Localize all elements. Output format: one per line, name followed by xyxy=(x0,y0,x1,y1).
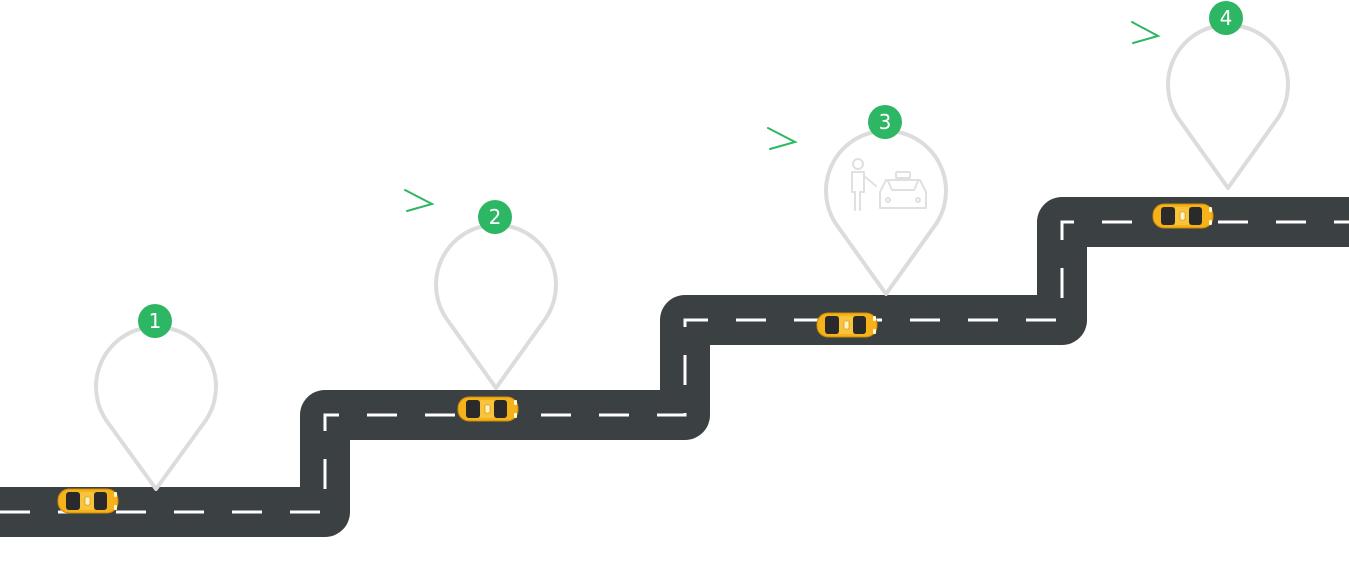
road xyxy=(0,197,1349,537)
taxi-car-icon xyxy=(1152,203,1214,229)
step-number: 1 xyxy=(149,309,162,333)
step-pin-2: 2 xyxy=(404,189,558,390)
step-badge xyxy=(138,304,172,338)
road-surface xyxy=(0,197,1349,537)
chevron-right-icon xyxy=(1131,21,1161,44)
step-pin-4: 4 xyxy=(1131,1,1290,190)
map-pin-icon xyxy=(1166,22,1290,190)
person-with-taxi-icon xyxy=(851,158,927,211)
chevron-right-icon xyxy=(767,127,798,150)
map-pin-icon xyxy=(94,324,218,491)
step-pin-1: 1 xyxy=(94,304,218,491)
step-number: 3 xyxy=(879,110,892,134)
step-badge xyxy=(868,105,902,139)
taxi-car-icon xyxy=(457,396,519,422)
map-pin-icon xyxy=(824,128,948,296)
taxi-car-icon xyxy=(816,312,878,338)
step-number: 2 xyxy=(489,205,502,229)
step-badge xyxy=(1209,1,1243,35)
step-badge xyxy=(478,200,512,234)
map-pin-icon xyxy=(434,222,558,390)
step-pin-3: 3 xyxy=(767,105,948,296)
taxi-car-icon xyxy=(57,488,119,514)
road-lane-markings xyxy=(0,220,1349,514)
step-number: 4 xyxy=(1220,6,1233,30)
chevron-right-icon xyxy=(404,189,435,212)
